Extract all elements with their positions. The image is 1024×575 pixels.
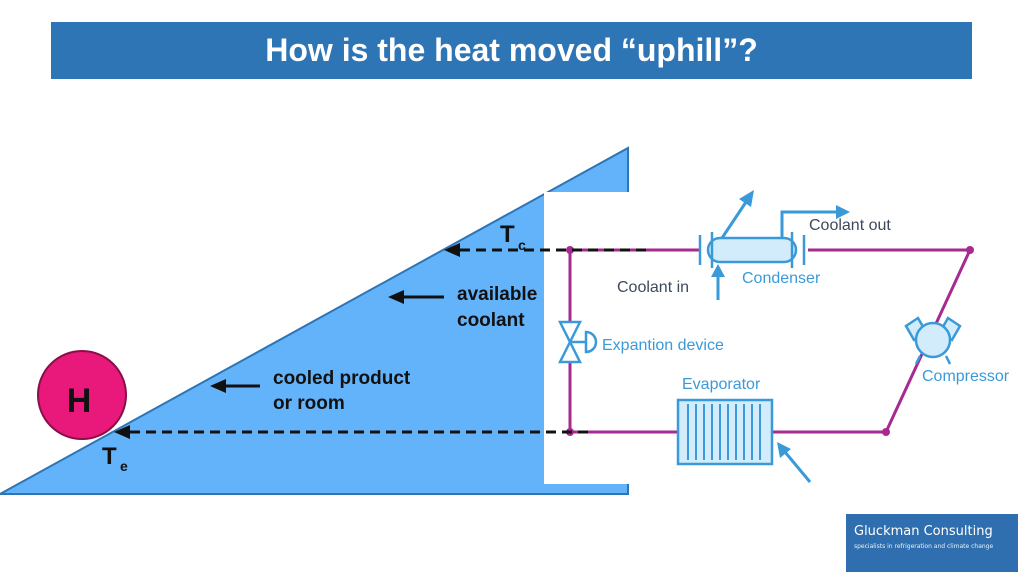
heat-source-label: H	[67, 382, 92, 420]
te-level-line	[114, 425, 592, 439]
cooled-product-label-line2: or room	[273, 393, 345, 414]
cooled-product-label-line1: cooled product	[273, 368, 411, 389]
expansion-valve-icon	[557, 320, 598, 364]
tc-subscript: c	[518, 237, 526, 253]
tc-level-line	[444, 243, 646, 257]
evaporator-label: Evaporator	[682, 376, 761, 393]
expansion-device-label: Expantion device	[602, 337, 724, 354]
available-coolant-arrow	[388, 290, 444, 304]
refrigerant-loop	[568, 248, 972, 434]
company-logo: Gluckman Consulting specialists in refri…	[846, 514, 1018, 572]
heat-source-circle	[37, 350, 127, 440]
compressor-icon	[904, 316, 962, 365]
condenser-icon	[698, 232, 806, 268]
available-coolant-label-line2: coolant	[457, 310, 525, 331]
compressor-label: Compressor	[922, 368, 1010, 385]
heat-out-arrow	[720, 190, 754, 239]
temperature-triangle	[0, 146, 629, 495]
slide-title: How is the heat moved “uphill”?	[51, 22, 972, 79]
tc-label: T	[500, 221, 515, 248]
logo-company-name: Gluckman Consulting	[854, 524, 993, 539]
heat-in-arrow	[777, 442, 812, 483]
coolant-in-arrow	[711, 264, 725, 300]
cooled-product-arrow	[210, 379, 260, 393]
evaporator-icon	[676, 398, 774, 466]
coolant-out-label: Coolant out	[809, 217, 891, 234]
te-subscript: e	[120, 458, 128, 474]
condenser-label: Condenser	[742, 270, 821, 287]
pipe-junction-top-right	[966, 246, 974, 254]
available-coolant-label-line1: available	[457, 284, 537, 305]
pipe-junction-top-left	[566, 246, 574, 254]
coolant-in-label: Coolant in	[617, 279, 689, 296]
te-label: T	[102, 443, 117, 470]
coolant-out-arrow	[780, 205, 850, 238]
logo-tagline: specialists in refrigeration and climate…	[854, 543, 994, 550]
pipe-junction-bottom-right	[882, 428, 890, 436]
